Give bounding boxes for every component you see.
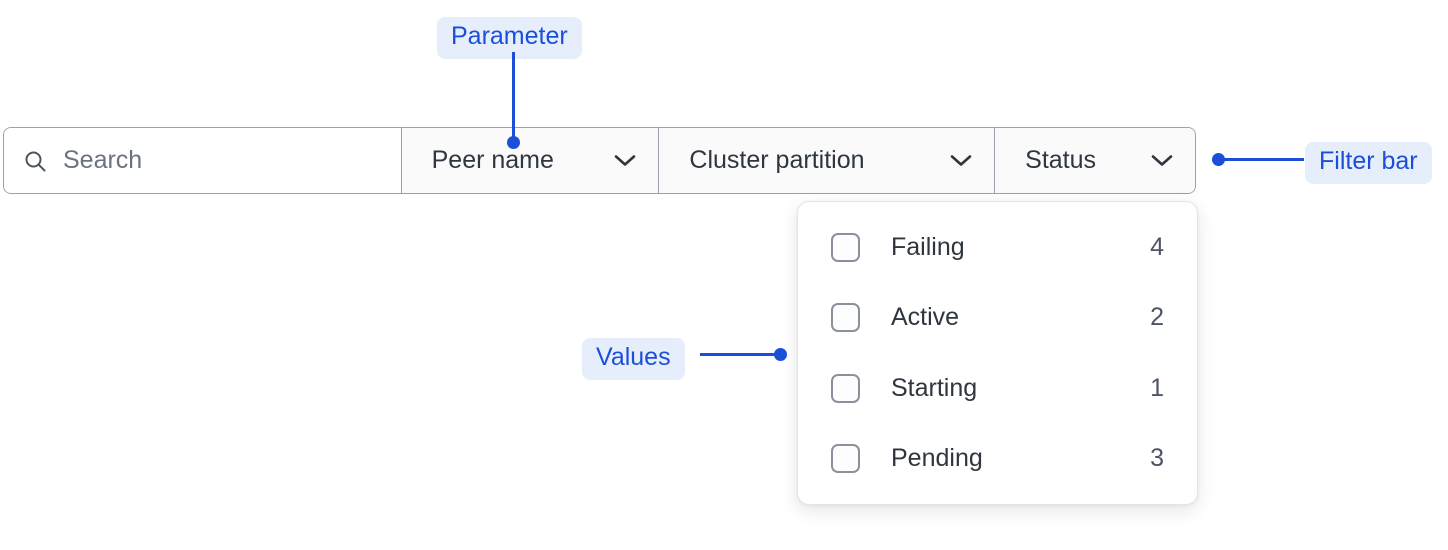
- checkbox-pending[interactable]: [831, 444, 860, 474]
- filter-peer-name-label: Peer name: [431, 146, 554, 174]
- filter-status[interactable]: Status: [995, 128, 1195, 193]
- annotation-dot-filter-bar: [1212, 153, 1225, 166]
- dropdown-option-label: Starting: [891, 373, 978, 402]
- dropdown-option-starting[interactable]: Starting 1: [831, 353, 1164, 424]
- filter-peer-name[interactable]: Peer name: [401, 128, 660, 193]
- dropdown-option-label: Active: [891, 303, 960, 332]
- checkbox-starting[interactable]: [831, 373, 860, 403]
- dropdown-option-count: 3: [1150, 444, 1164, 473]
- chevron-down-icon: [950, 154, 972, 167]
- filter-cluster-partition[interactable]: Cluster partition: [659, 128, 996, 193]
- chevron-down-icon: [614, 154, 636, 167]
- status-dropdown-panel: Failing 4 Active 2 Starting 1 Pending 3: [797, 201, 1198, 505]
- dropdown-option-count: 1: [1150, 373, 1164, 402]
- annotation-leader-line-parameter: [512, 52, 515, 142]
- search-field[interactable]: [4, 128, 402, 193]
- filter-bar: Peer name Cluster partition Status: [3, 127, 1196, 194]
- annotation-leader-line-filter-bar: [1224, 158, 1304, 161]
- annotation-label-parameter: Parameter: [437, 17, 582, 59]
- dropdown-option-failing[interactable]: Failing 4: [831, 212, 1164, 283]
- checkbox-failing[interactable]: [831, 232, 860, 262]
- dropdown-option-pending[interactable]: Pending 3: [831, 424, 1164, 495]
- annotation-leader-line-values: [700, 353, 780, 356]
- dropdown-option-label: Failing: [891, 232, 965, 261]
- dropdown-option-count: 2: [1150, 303, 1164, 332]
- search-icon: [24, 150, 46, 172]
- dropdown-option-count: 4: [1150, 232, 1164, 261]
- chevron-down-icon: [1151, 154, 1173, 167]
- checkbox-active[interactable]: [831, 303, 860, 333]
- annotation-dot-parameter: [507, 136, 520, 149]
- search-input[interactable]: [63, 146, 363, 175]
- dropdown-option-label: Pending: [891, 444, 983, 473]
- dropdown-option-active[interactable]: Active 2: [831, 283, 1164, 354]
- annotation-label-values: Values: [582, 338, 685, 380]
- annotation-label-filter-bar: Filter bar: [1305, 142, 1432, 184]
- filter-cluster-partition-label: Cluster partition: [689, 146, 865, 174]
- annotation-dot-values: [774, 348, 787, 361]
- filter-status-label: Status: [1025, 146, 1097, 174]
